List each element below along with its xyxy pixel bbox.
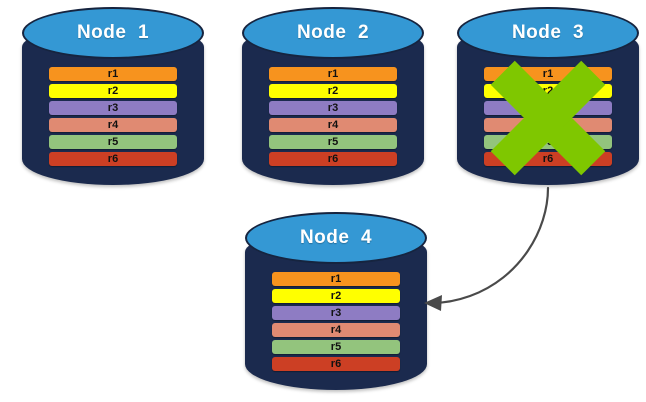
node-1-rows: r1 r2 r3 r4 r5 r6	[49, 67, 177, 166]
node-3-row-r6[interactable]: r6	[484, 152, 612, 166]
node-3-row-r5[interactable]: r5	[484, 135, 612, 149]
node-3-row-r2[interactable]: r2	[484, 84, 612, 98]
node-4-cylinder-top: Node 4	[245, 212, 427, 264]
node-2-row-r3[interactable]: r3	[269, 101, 397, 115]
node-4-row-r4[interactable]: r4	[272, 323, 400, 337]
node-2-rows: r1 r2 r3 r4 r5 r6	[269, 67, 397, 166]
node-1-cylinder-top: Node 1	[22, 7, 204, 59]
node-1-row-r3[interactable]: r3	[49, 101, 177, 115]
node-1[interactable]: Node 1 r1 r2 r3 r4 r5 r6	[22, 5, 204, 190]
node-2-cylinder-top: Node 2	[242, 7, 424, 59]
node-4-rows: r1 r2 r3 r4 r5 r6	[272, 272, 400, 371]
node-2-title: Node 2	[296, 22, 370, 43]
node-3-row-r4[interactable]: r4	[484, 118, 612, 132]
node-2-row-r6[interactable]: r6	[269, 152, 397, 166]
node-3-row-r3[interactable]: r3	[484, 101, 612, 115]
node-2-row-r2[interactable]: r2	[269, 84, 397, 98]
node-2-row-r5[interactable]: r5	[269, 135, 397, 149]
node-1-row-r6[interactable]: r6	[49, 152, 177, 166]
node-3-title: Node 3	[511, 22, 585, 43]
node-4-title: Node 4	[299, 227, 373, 248]
node-3-rows: r1 r2 r3 r4 r5 r6	[484, 67, 612, 166]
node-4-row-r1[interactable]: r1	[272, 272, 400, 286]
node-4-row-r6[interactable]: r6	[272, 357, 400, 371]
node-2[interactable]: Node 2 r1 r2 r3 r4 r5 r6	[242, 5, 424, 190]
node-4-row-r5[interactable]: r5	[272, 340, 400, 354]
node-1-row-r5[interactable]: r5	[49, 135, 177, 149]
node-1-row-r2[interactable]: r2	[49, 84, 177, 98]
node-3-cylinder-top: Node 3	[457, 7, 639, 59]
connector-line	[430, 186, 550, 305]
node-4-row-r3[interactable]: r3	[272, 306, 400, 320]
node-3[interactable]: Node 3 r1 r2 r3 r4 r5 r6	[457, 5, 639, 190]
node-3-row-r1[interactable]: r1	[484, 67, 612, 81]
node-2-row-r1[interactable]: r1	[269, 67, 397, 81]
node-4[interactable]: Node 4 r1 r2 r3 r4 r5 r6	[245, 210, 427, 395]
node-2-row-r4[interactable]: r4	[269, 118, 397, 132]
node-1-title: Node 1	[76, 22, 150, 43]
node-4-row-r2[interactable]: r2	[272, 289, 400, 303]
node-1-row-r1[interactable]: r1	[49, 67, 177, 81]
node-1-row-r4[interactable]: r4	[49, 118, 177, 132]
